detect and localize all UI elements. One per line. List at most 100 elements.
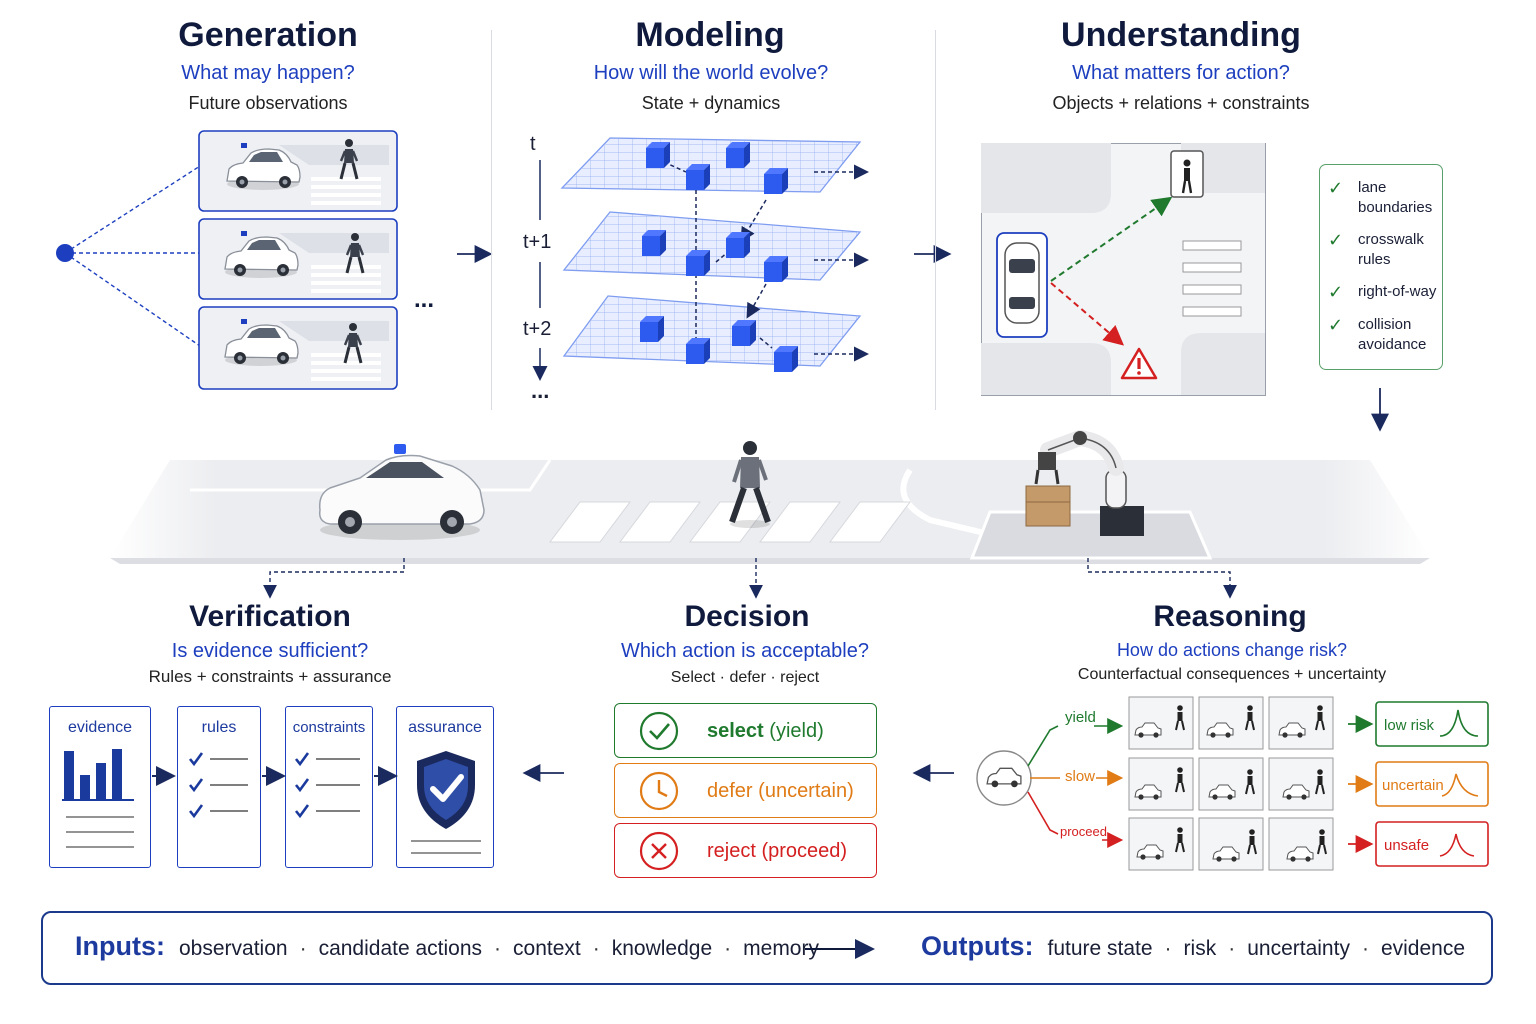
rollout-row — [1128, 757, 1334, 811]
understanding-question: What matters for action? — [1072, 62, 1290, 84]
warning-icon — [1120, 347, 1158, 380]
outcome-uncertain: uncertain — [1375, 761, 1489, 807]
svg-text:low risk: low risk — [1384, 717, 1435, 734]
branch-line — [64, 165, 201, 254]
constraints-card: constraints — [285, 706, 373, 868]
state-node — [774, 346, 798, 372]
state-node — [640, 316, 664, 342]
outcome-unsafe: unsafe — [1375, 821, 1489, 867]
flow-arrow-down — [1371, 388, 1389, 432]
assurance-card: assurance — [396, 706, 494, 868]
time-label: t+2 — [523, 318, 552, 340]
rules-card: rules — [177, 706, 261, 868]
state-node — [732, 320, 756, 346]
card-arrows — [152, 766, 398, 786]
state-node — [686, 250, 710, 276]
svg-text:unsafe: unsafe — [1384, 837, 1429, 854]
state-node — [646, 142, 670, 168]
x-circle-icon — [639, 831, 679, 871]
generation-title: Generation — [178, 16, 358, 54]
time-label: t — [530, 133, 536, 155]
reasoning-subtitle: Counterfactual consequences + uncertaint… — [1077, 666, 1387, 683]
output-item: risk — [1183, 937, 1217, 960]
state-node — [726, 232, 750, 258]
clock-icon — [639, 771, 679, 811]
constraint-checklist — [1319, 164, 1443, 370]
input-item: candidate actions — [318, 937, 483, 960]
check-icon: ✓ — [1328, 315, 1344, 335]
svg-text:uncertain: uncertain — [1382, 777, 1444, 794]
input-item: memory — [743, 937, 819, 960]
state-node — [726, 142, 750, 168]
branch-label-proceed: proceed — [1060, 824, 1107, 839]
autonomous-car — [318, 444, 485, 540]
generation-diagram — [56, 130, 398, 390]
future-frame — [198, 306, 398, 390]
inputs-label: Inputs: — [75, 931, 165, 961]
time-layer — [562, 295, 862, 367]
flow-arrow-1 — [457, 245, 493, 263]
state-node — [642, 230, 666, 256]
output-item: uncertainty — [1247, 937, 1350, 960]
reasoning-question: How do actions change risk? — [1116, 640, 1348, 660]
input-item: knowledge — [611, 937, 713, 960]
verification-title: Verification — [189, 600, 351, 633]
shared-scene — [110, 430, 1430, 564]
io-summary-bar: Inputs: observation· candidate actions· … — [41, 911, 1493, 985]
state-node — [764, 168, 788, 194]
modeling-title: Modeling — [635, 16, 785, 54]
rule-list-icon — [188, 752, 248, 819]
decision-subtitle: Select · defer · reject — [670, 669, 820, 686]
generation-ellipsis: ... — [414, 286, 435, 313]
pedestrian — [729, 441, 771, 528]
reasoning-tree: yield slow proceed low risk uncertain un… — [976, 696, 1489, 871]
shield-check-icon — [411, 751, 481, 854]
future-frame — [198, 218, 398, 300]
flow-arrow-2 — [914, 245, 952, 263]
verification-subtitle: Rules + constraints + assurance — [148, 667, 392, 686]
understanding-subtitle: Objects + relations + constraints — [1052, 93, 1310, 113]
decision-question: Which action is acceptable? — [621, 640, 869, 662]
future-frame — [198, 130, 398, 212]
flow-arrow-left — [912, 764, 954, 782]
check-icon: ✓ — [1328, 282, 1344, 302]
state-node — [686, 338, 710, 364]
state-node — [764, 256, 788, 282]
time-label: t+1 — [523, 231, 552, 253]
output-item: future state — [1047, 937, 1153, 960]
modeling-ellipsis: ... — [531, 378, 550, 403]
select-option: select (yield) — [614, 703, 877, 758]
evidence-card: evidence — [49, 706, 151, 868]
rollout-row — [1128, 696, 1334, 750]
branch-line — [64, 252, 201, 347]
outputs-label: Outputs: — [921, 931, 1034, 961]
output-item: evidence — [1380, 937, 1466, 960]
generation-subtitle: Future observations — [188, 93, 348, 113]
check-icon: ✓ — [1328, 178, 1344, 198]
defer-option: defer (uncertain) — [614, 763, 877, 818]
time-layer — [560, 137, 862, 193]
understanding-title: Understanding — [1061, 16, 1301, 54]
time-layer — [562, 211, 862, 281]
check-circle-icon — [639, 711, 679, 751]
verification-question: Is evidence sufficient? — [171, 640, 369, 662]
modeling-question: How will the world evolve? — [593, 62, 829, 84]
state-node — [686, 164, 710, 190]
bar-chart-icon — [62, 749, 134, 848]
reject-option: reject (proceed) — [614, 823, 877, 878]
scene-map — [981, 143, 1266, 396]
io-arrow — [805, 939, 875, 959]
constraint-list-icon — [294, 752, 360, 819]
outcome-low-risk: low risk — [1375, 701, 1489, 747]
modeling-subtitle: State + dynamics — [641, 93, 781, 113]
branch-label-yield: yield — [1065, 709, 1096, 726]
generation-question: What may happen? — [181, 62, 355, 84]
divider — [935, 30, 936, 410]
reasoning-title: Reasoning — [1153, 600, 1307, 633]
flow-arrow-left — [522, 764, 564, 782]
branch-label-slow: slow — [1065, 768, 1095, 785]
check-icon: ✓ — [1328, 230, 1344, 250]
scene-connectors — [263, 558, 1237, 599]
rollout-row — [1128, 817, 1334, 871]
divider — [491, 30, 492, 410]
